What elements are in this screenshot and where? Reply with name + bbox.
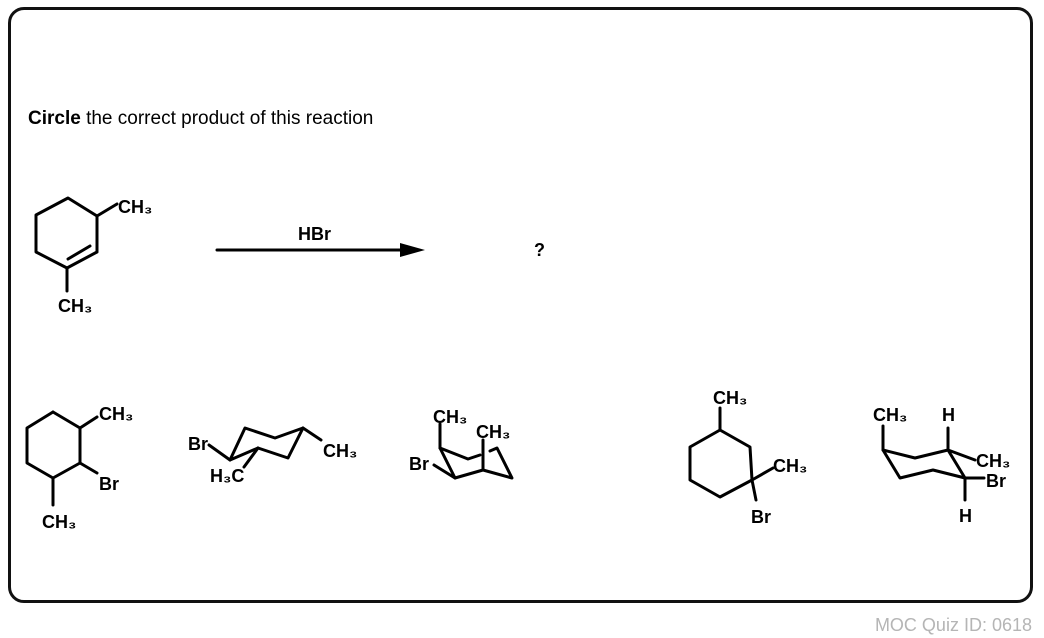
answer-option-3[interactable]: CH₃ CH₃ Br	[409, 407, 514, 480]
reagent-label: HBr	[298, 224, 331, 244]
option-3-label: Br	[409, 454, 429, 474]
option-5-label: CH₃	[976, 451, 1010, 471]
quiz-card	[8, 7, 1033, 603]
option-3-label: CH₃	[476, 422, 510, 442]
option-3-label: CH₃	[433, 407, 467, 427]
reaction-arrow: HBr	[215, 224, 425, 257]
answer-option-5[interactable]: CH₃ H CH₃ Br H	[873, 405, 1010, 526]
option-4-label: Br	[751, 507, 771, 527]
option-5-label: H	[942, 405, 955, 425]
product-placeholder: ?	[534, 240, 545, 260]
reactant-methyl-label: CH₃	[118, 197, 152, 217]
option-5-label: CH₃	[873, 405, 907, 425]
quiz-id-footer: MOC Quiz ID: 0618	[874, 615, 1032, 635]
option-1-label: Br	[99, 474, 119, 494]
arrow-head-icon	[400, 243, 425, 257]
option-4-label: CH₃	[773, 456, 807, 476]
answer-option-4[interactable]: CH₃ CH₃ Br	[688, 388, 807, 527]
prompt-text: the correct product of this reaction	[80, 108, 374, 129]
option-2-label: Br	[188, 434, 208, 454]
option-2-label: H₃C	[210, 466, 244, 486]
reactant-structure: CH₃ CH₃	[34, 196, 152, 316]
answer-option-1[interactable]: CH₃ Br CH₃	[25, 404, 133, 532]
option-1-label: CH₃	[42, 512, 76, 532]
option-2-label: CH₃	[323, 441, 357, 461]
answer-option-2[interactable]: Br CH₃ H₃C	[188, 426, 357, 486]
question-prompt: Circle the correct product of this react…	[28, 108, 373, 130]
option-5-label: Br	[986, 471, 1006, 491]
option-5-label: H	[959, 506, 972, 526]
reactant-methyl-label: CH₃	[58, 296, 92, 316]
option-4-label: CH₃	[713, 388, 747, 408]
option-1-label: CH₃	[99, 404, 133, 424]
prompt-emphasis: Circle	[28, 108, 81, 129]
